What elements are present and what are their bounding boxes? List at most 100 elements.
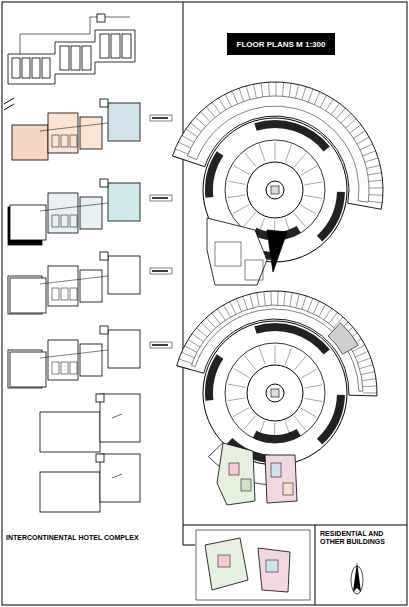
residential-block [265, 455, 297, 503]
divider-line [183, 545, 195, 546]
room-wall [296, 85, 299, 99]
room-wall [186, 129, 198, 137]
core [266, 181, 284, 199]
room [266, 560, 278, 572]
residential-block [258, 548, 290, 592]
room-block [108, 256, 140, 294]
room [71, 46, 80, 70]
ramp-line [305, 398, 323, 401]
hotel-floor-plans [4, 14, 172, 512]
room-wall [196, 328, 207, 337]
room-wall [239, 88, 244, 101]
room-wall [254, 84, 257, 98]
tag-line [112, 414, 122, 418]
room-block [108, 183, 140, 221]
ramp-line [245, 153, 256, 167]
room-wall [290, 292, 292, 306]
ramp-line [228, 195, 246, 198]
floor-plan [40, 454, 140, 512]
floor-plan [8, 326, 172, 388]
room-wall [206, 318, 215, 328]
room-wall [261, 83, 263, 97]
room-wall [243, 296, 247, 309]
room-wall [363, 151, 376, 156]
thumbnail-frame [196, 530, 310, 600]
room [61, 215, 68, 227]
room-wall [358, 358, 371, 363]
tag-line [152, 117, 168, 119]
room [22, 58, 30, 78]
room [60, 46, 69, 70]
ramp-line [259, 145, 265, 162]
divider-line [315, 525, 316, 605]
tag-box [150, 195, 172, 201]
room [70, 215, 77, 227]
circular-plan [177, 291, 377, 505]
room-wall [173, 156, 186, 160]
room [61, 362, 68, 374]
room [215, 242, 241, 266]
room [241, 479, 251, 491]
stair-core [100, 179, 108, 187]
corridor [40, 203, 108, 211]
ramp-line [233, 205, 249, 214]
stair-core [100, 99, 108, 107]
room-wall [326, 99, 334, 111]
stair-core [100, 252, 108, 260]
room-block [80, 270, 102, 302]
room-wall [264, 292, 266, 306]
floor-plan [40, 394, 140, 452]
room [218, 555, 230, 567]
room-block [80, 344, 102, 376]
room-wall [212, 102, 220, 113]
room [52, 215, 59, 227]
corridor [40, 123, 108, 131]
room-wall [319, 304, 326, 316]
sheet-label: RESIDENTIAL AND OTHER BUILDINGS [320, 530, 402, 546]
room [111, 34, 120, 58]
room-wall [289, 83, 291, 97]
room-block [48, 266, 78, 306]
room [122, 34, 131, 58]
room-wall [212, 313, 221, 324]
room-wall [308, 298, 313, 311]
room [271, 463, 281, 477]
room-wall [223, 305, 230, 317]
room-block [10, 352, 46, 387]
core-stair [271, 389, 279, 397]
room-wall [257, 293, 260, 307]
room-wall [179, 359, 192, 364]
north-needle [353, 562, 361, 592]
room-wall [368, 201, 382, 203]
room-wall [336, 108, 345, 119]
core [266, 384, 284, 402]
north-arrow [351, 562, 363, 594]
room-wall [246, 86, 250, 99]
room-block [10, 205, 46, 240]
ramp-line [228, 384, 246, 387]
room [52, 288, 59, 300]
sheet-label: INTERCONTINENTAL HOTEL COMPLEX [6, 534, 182, 542]
ramp-line [228, 181, 246, 184]
room-wall [188, 340, 200, 347]
tower-block [100, 394, 140, 442]
room [61, 288, 68, 300]
room-wall [236, 299, 241, 312]
room-wall [283, 82, 284, 96]
room-wall [320, 95, 327, 107]
tag-line [152, 270, 168, 272]
ramp-line [275, 142, 276, 160]
ramp-line [234, 368, 249, 377]
residential-block [217, 443, 255, 505]
room-wall [350, 125, 361, 133]
room-wall [175, 149, 188, 154]
room-block [12, 125, 48, 160]
ramp-line [244, 416, 256, 430]
stair-core [100, 326, 108, 334]
room-block [108, 330, 140, 368]
room [245, 260, 263, 280]
core-stair [271, 186, 279, 194]
room-block [108, 103, 140, 141]
room [52, 135, 59, 147]
